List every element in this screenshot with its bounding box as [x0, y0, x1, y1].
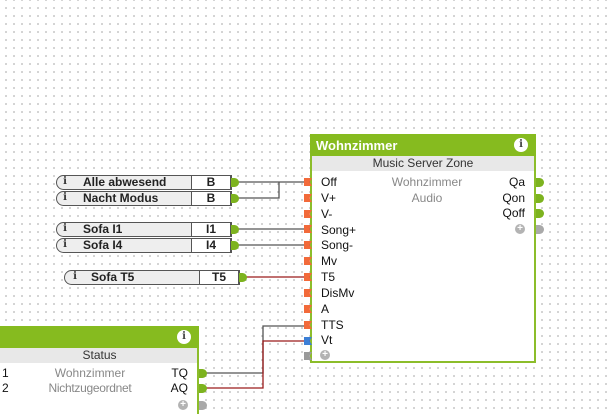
output-pin-add[interactable] [199, 401, 207, 410]
output-pin-qoff[interactable] [536, 209, 544, 218]
info-icon[interactable]: i [73, 271, 77, 282]
input-pin-mv[interactable] [304, 257, 312, 265]
reference-port: T5 [199, 269, 239, 285]
reference-port: B [191, 174, 231, 190]
input-label-a: A [321, 302, 330, 316]
info-icon[interactable]: i [63, 223, 67, 234]
block-header[interactable]: Wohnzimmer i [310, 134, 536, 156]
input-label-dismv: DisMv [321, 286, 355, 300]
input-label-mv: Mv [321, 254, 337, 268]
output-label-aq: AQ [170, 381, 188, 395]
output-pin-qa[interactable] [536, 178, 544, 187]
info-icon[interactable]: i [63, 176, 67, 187]
output-label-qa: Qa [508, 175, 525, 189]
input-label-v-minus: V- [321, 207, 333, 221]
reference-sofa-i1[interactable]: i Sofa I1 I1 [56, 221, 232, 237]
block-type: Status [0, 348, 197, 363]
row-text: Nichtzugeordnet [48, 381, 132, 395]
add-output-icon[interactable]: + [178, 400, 188, 410]
output-label-qon: Qon [502, 191, 525, 205]
output-pin[interactable] [231, 194, 239, 203]
input-pin-v-plus[interactable] [304, 194, 312, 202]
output-pin-add[interactable] [536, 225, 544, 234]
add-output-icon[interactable]: + [515, 224, 525, 234]
input-pin-a[interactable] [304, 305, 312, 313]
output-pin[interactable] [239, 273, 247, 282]
output-pin[interactable] [231, 225, 239, 234]
input-pin-off[interactable] [304, 178, 312, 186]
output-pin-aq[interactable] [199, 384, 207, 393]
reference-sofa-t5[interactable]: i Sofa T5 T5 [64, 269, 240, 285]
reference-nacht-modus[interactable]: i Nacht Modus B [56, 190, 232, 206]
input-pin-dismv[interactable] [304, 289, 312, 297]
info-icon[interactable]: i [63, 192, 67, 203]
input-pin-vt[interactable] [304, 337, 312, 345]
input-label-song-minus: Song- [321, 238, 354, 252]
row-index: 2 [2, 381, 9, 395]
reference-name: Sofa I1 [83, 222, 123, 236]
add-input-icon[interactable]: + [320, 350, 330, 360]
block-header[interactable]: atus i [0, 326, 199, 348]
info-icon[interactable]: i [63, 239, 67, 250]
reference-port: I4 [191, 237, 231, 253]
output-label-tq: TQ [171, 366, 188, 380]
block-title: Wohnzimmer [316, 138, 398, 153]
block-category: Audio [411, 191, 443, 205]
reference-name: Sofa I4 [83, 238, 123, 252]
input-pin-song-plus[interactable] [304, 225, 312, 233]
info-icon[interactable]: i [514, 138, 528, 152]
input-label-off: Off [321, 175, 337, 189]
input-label-song-plus: Song+ [321, 223, 357, 237]
info-icon[interactable]: i [177, 330, 191, 344]
status-block[interactable]: atus i Status 1 2 Wohnzimmer Nichtzugeor… [0, 326, 199, 414]
input-label-vt: Vt [321, 333, 333, 347]
output-pin-qon[interactable] [536, 194, 544, 203]
output-pin[interactable] [231, 178, 239, 187]
input-pin-song-minus[interactable] [304, 241, 312, 249]
input-label-v-plus: V+ [321, 191, 337, 205]
output-pin-tq[interactable] [199, 369, 207, 378]
reference-sofa-i4[interactable]: i Sofa I4 I4 [56, 237, 232, 253]
input-pin-v-minus[interactable] [304, 210, 312, 218]
reference-name: Alle abwesend [83, 175, 167, 189]
input-pin-add[interactable] [304, 352, 312, 360]
input-pin-tts[interactable] [304, 321, 312, 329]
reference-name: Nacht Modus [83, 191, 159, 205]
block-room: Wohnzimmer [391, 175, 463, 189]
row-index: 1 [2, 366, 9, 380]
input-label-t5: T5 [321, 270, 336, 284]
input-pin-t5[interactable] [304, 273, 312, 281]
reference-name: Sofa T5 [91, 270, 135, 284]
row-text: Wohnzimmer [54, 366, 126, 380]
input-label-tts: TTS [321, 318, 344, 332]
output-label-qoff: Qoff [502, 206, 525, 220]
music-server-zone-block[interactable]: Wohnzimmer i Music Server Zone Wohnzimme… [310, 134, 536, 363]
block-type: Music Server Zone [312, 156, 534, 171]
reference-port: B [191, 190, 231, 206]
output-pin[interactable] [231, 241, 239, 250]
reference-alle-abwesend[interactable]: i Alle abwesend B [56, 174, 232, 190]
reference-port: I1 [191, 221, 231, 237]
